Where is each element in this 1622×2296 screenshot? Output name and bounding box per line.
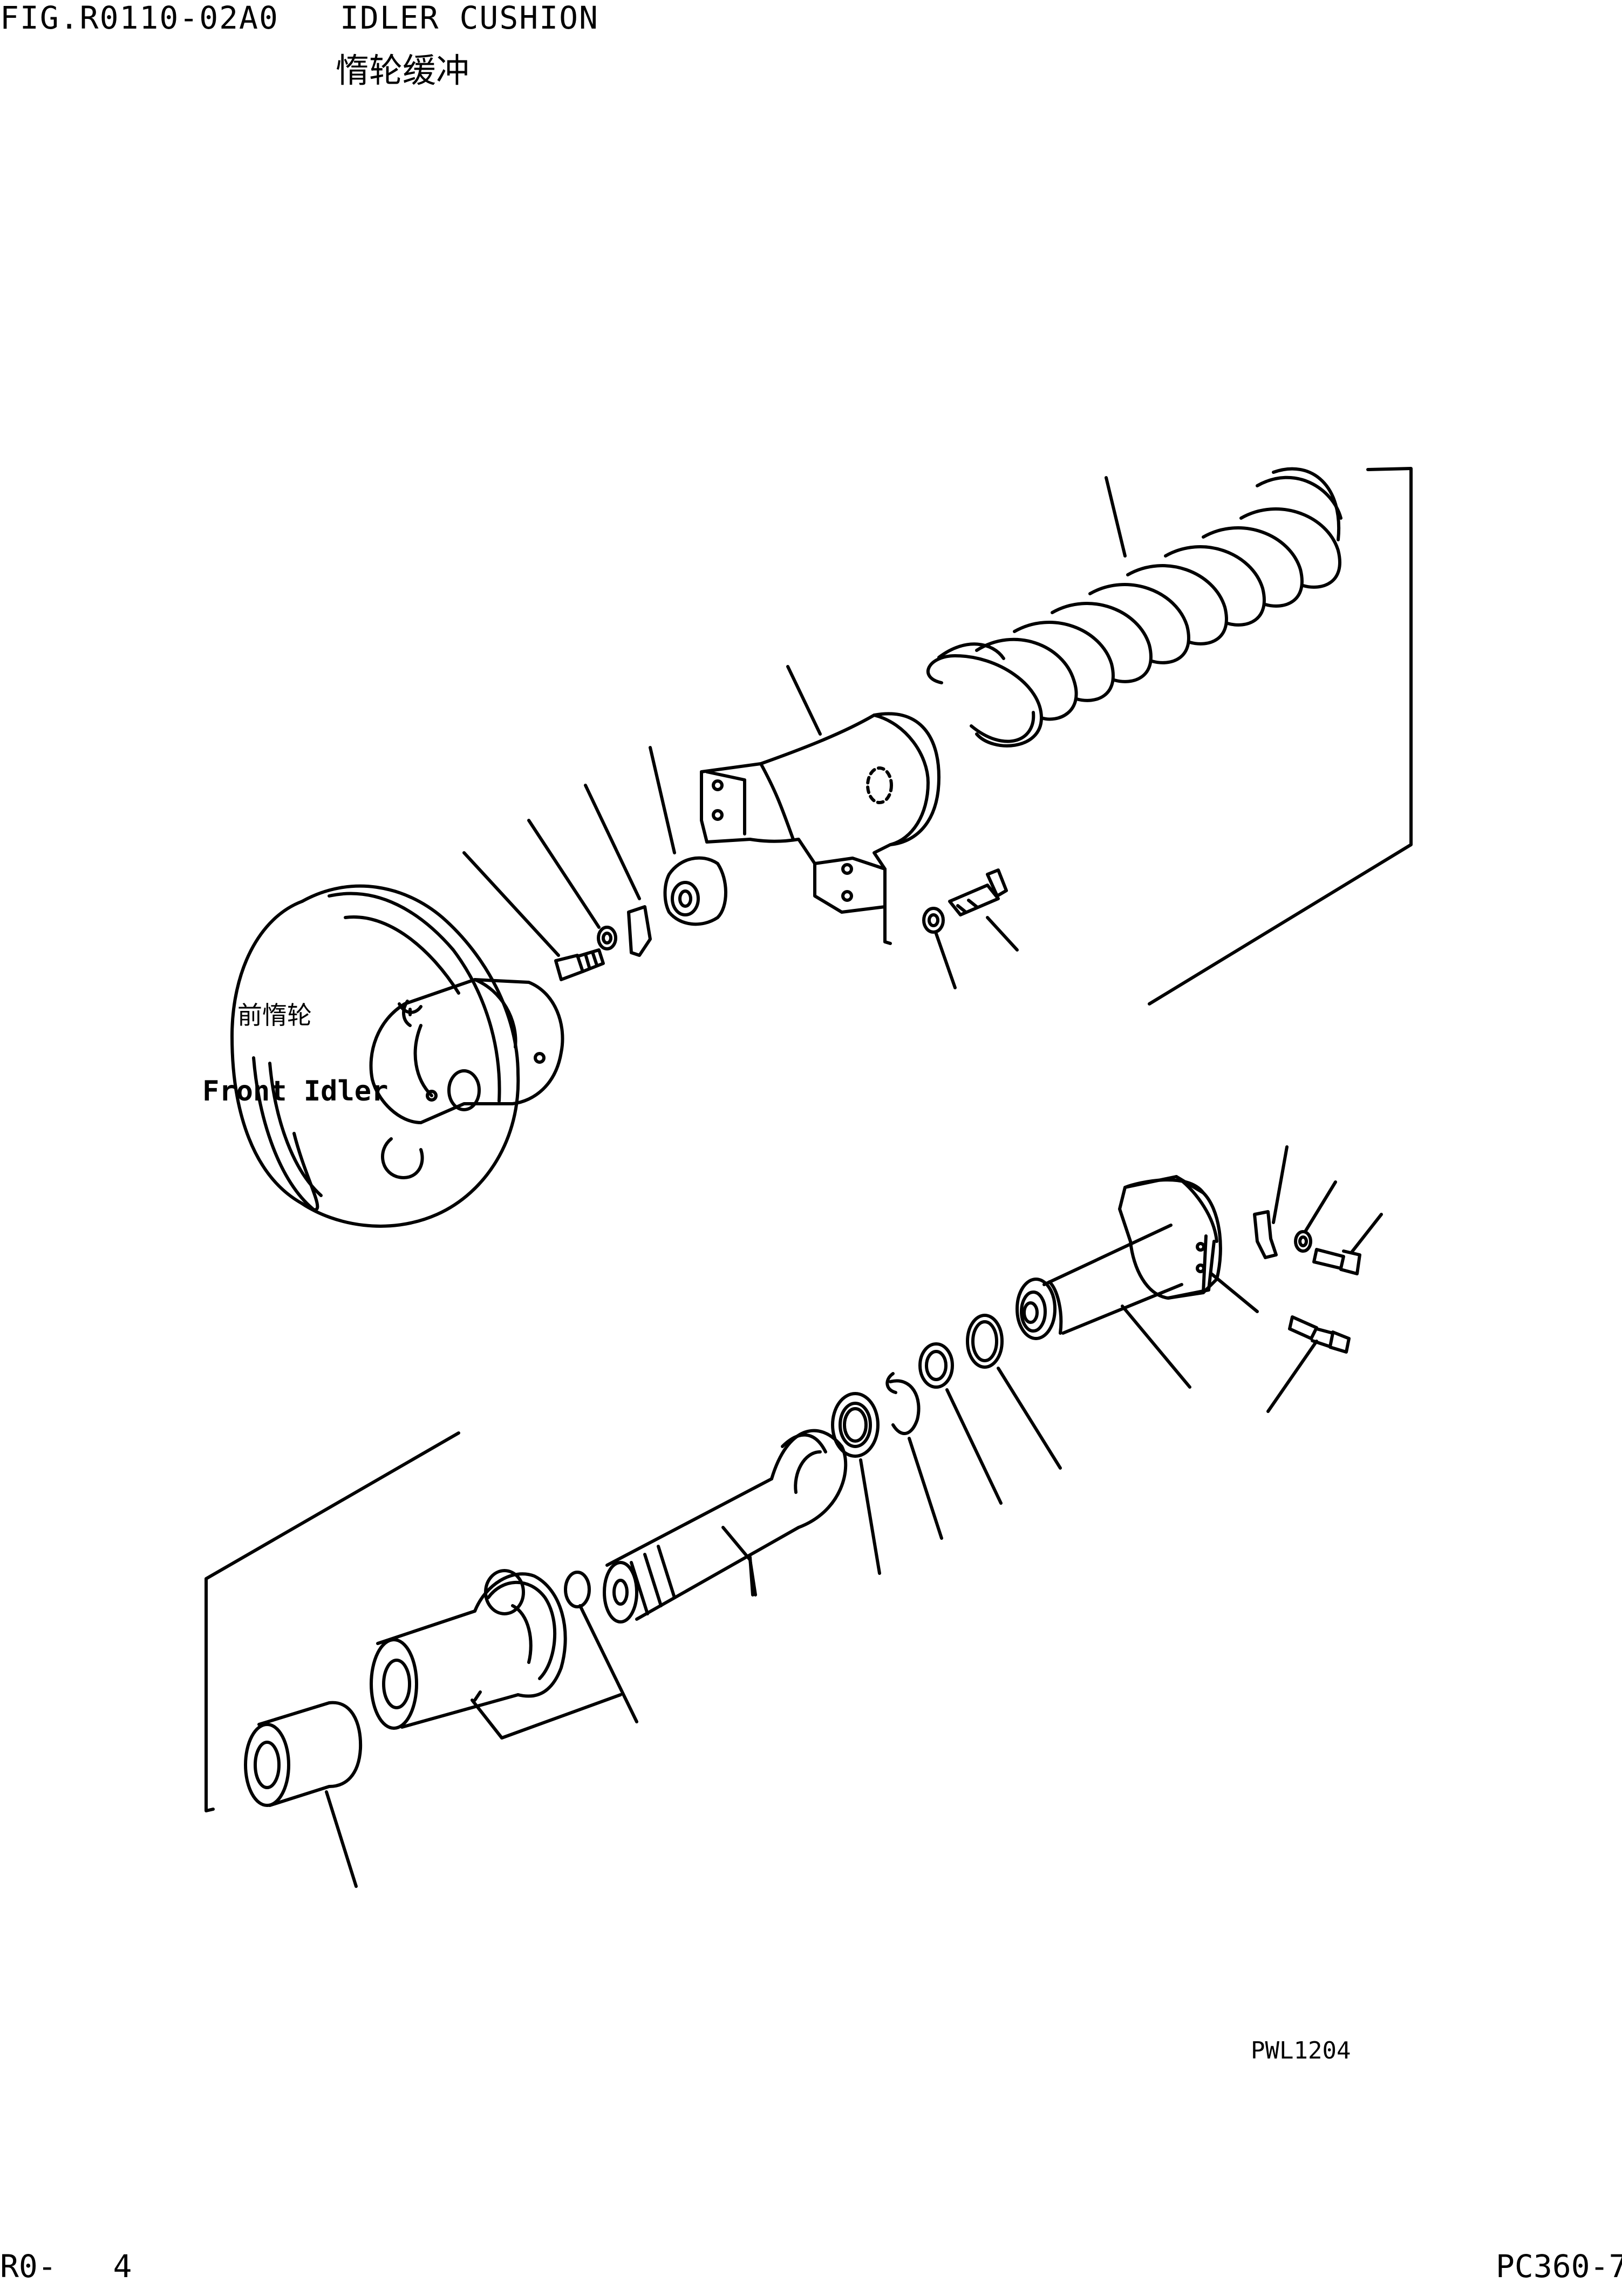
cylinder-body <box>1016 1175 1222 1389</box>
leader-packing <box>997 1367 1062 1470</box>
figure-title-cn: 惰轮缓冲 <box>336 51 470 90</box>
drawing-code: PWL1204 <box>1251 2037 1351 2064</box>
front-idler <box>230 884 564 1228</box>
bushing <box>244 1701 363 1888</box>
leader-lock-plate <box>584 784 641 900</box>
right-washer <box>1294 1180 1337 1253</box>
packing <box>966 1314 1062 1470</box>
yoke-bolt <box>948 868 1019 952</box>
lower-group-frame <box>205 1431 460 1812</box>
yoke <box>700 665 941 945</box>
leader-snap-ring <box>908 1437 943 1540</box>
nut <box>649 746 727 926</box>
washer-left <box>527 819 617 950</box>
recoil-spring <box>926 467 1342 748</box>
leader-grease-valve <box>1266 1340 1318 1413</box>
snap-ring <box>885 1372 943 1540</box>
yoke-washer <box>922 907 957 989</box>
lock-plate <box>584 784 652 957</box>
bolt-left <box>462 851 605 981</box>
piston-rod <box>603 1429 848 1623</box>
leader-spring <box>1105 476 1127 558</box>
grease-valve <box>1266 1315 1351 1413</box>
right-bracket-plate <box>1210 1145 1289 1313</box>
front-idler-label-cn: 前惰轮 <box>237 1001 312 1030</box>
leader-seal-ring <box>859 1458 881 1575</box>
recoil-cylinder <box>370 1569 622 1740</box>
leader-washer-left <box>527 819 601 929</box>
leader-right-plate <box>1272 1145 1289 1224</box>
model-code: PC360-7 <box>1496 2248 1622 2285</box>
leader-cylinder-body <box>1121 1305 1191 1389</box>
leader-bolt-left <box>462 851 560 957</box>
wear-ring <box>918 1342 1003 1505</box>
figure-code: FIG.R0110-02A0 <box>0 0 279 36</box>
front-idler-label-en: Front Idler <box>202 1075 389 1108</box>
seal-ring <box>831 1392 881 1575</box>
leader-yoke-bolt <box>986 916 1019 952</box>
leader-right-washer <box>1304 1180 1337 1232</box>
leader-bushing <box>325 1790 358 1888</box>
leader-right-bolt <box>1350 1213 1383 1254</box>
figure-title-en: IDLER CUSHION <box>340 0 599 36</box>
leader-wear-ring <box>945 1388 1003 1505</box>
leader-yoke-washer <box>935 932 957 989</box>
leader-o-ring <box>578 1604 638 1723</box>
bracket-cylinder <box>471 1693 622 1740</box>
page-number: R0- 4 <box>0 2248 132 2285</box>
o-ring <box>564 1571 638 1723</box>
upper-group-frame <box>1148 467 1413 1006</box>
leader-yoke <box>786 665 822 736</box>
leader-nut <box>649 746 676 854</box>
right-bolt <box>1312 1213 1383 1275</box>
